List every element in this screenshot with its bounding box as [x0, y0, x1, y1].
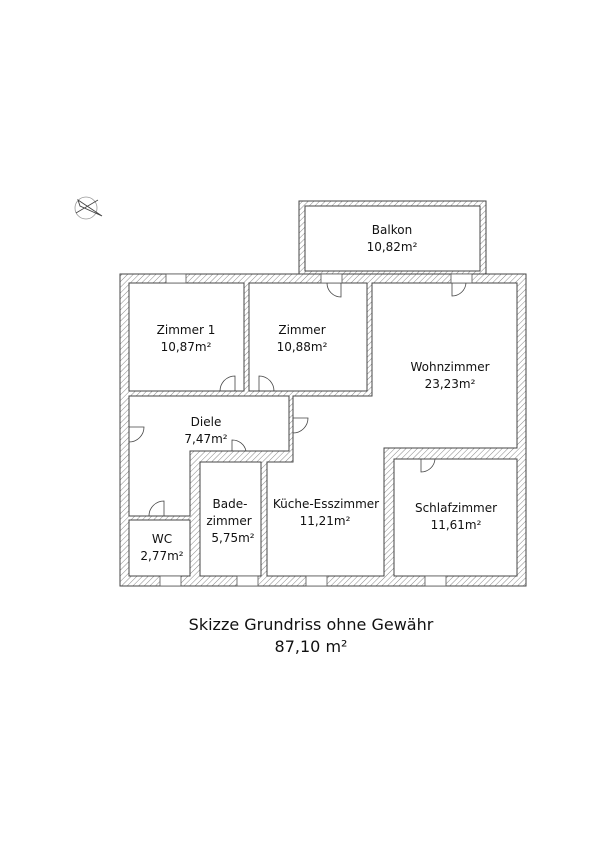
room-name-balkon: Balkon	[372, 223, 412, 237]
room-name-zimmer: Zimmer	[278, 323, 325, 337]
room-area-kueche: 11,21m²	[300, 514, 351, 528]
compass-icon	[74, 196, 103, 220]
room-area-schlafzimmer: 11,61m²	[431, 518, 482, 532]
room-name-bad: Bade-	[213, 497, 248, 511]
room-wohn-kueche	[266, 282, 518, 577]
room-area-wohnzimmer: 23,23m²	[425, 377, 476, 391]
room-name-wc: WC	[152, 532, 172, 546]
caption-title: Skizze Grundriss ohne Gewähr	[189, 615, 434, 634]
room-area-wc: 2,77m²	[140, 549, 183, 563]
room-diele	[128, 395, 290, 517]
room-area-diele: 7,47m²	[184, 432, 227, 446]
room-name-schlafzimmer: Schlafzimmer	[415, 501, 497, 515]
room-schlafzimmer	[393, 458, 518, 577]
room-bad	[199, 461, 262, 577]
room-area-zimmer-1: 10,87m²	[161, 340, 212, 354]
room-name-zimmer-1: Zimmer 1	[157, 323, 216, 337]
room-wc	[128, 519, 191, 577]
room-balkon	[304, 205, 481, 272]
room-name-bad-2: zimmer	[206, 514, 251, 528]
room-area-zimmer: 10,88m²	[277, 340, 328, 354]
room-zimmer-1	[128, 282, 245, 392]
room-name-wohnzimmer: Wohnzimmer	[410, 360, 489, 374]
room-area-bad: 5,75m²	[211, 531, 254, 545]
windows	[159, 273, 473, 587]
caption-total-area: 87,10 m²	[275, 637, 348, 656]
room-zimmer	[248, 282, 368, 392]
room-name-kueche: Küche-Esszimmer	[273, 497, 379, 511]
room-area-balkon: 10,82m²	[367, 240, 418, 254]
doors	[128, 282, 467, 517]
room-name-diele: Diele	[191, 415, 222, 429]
